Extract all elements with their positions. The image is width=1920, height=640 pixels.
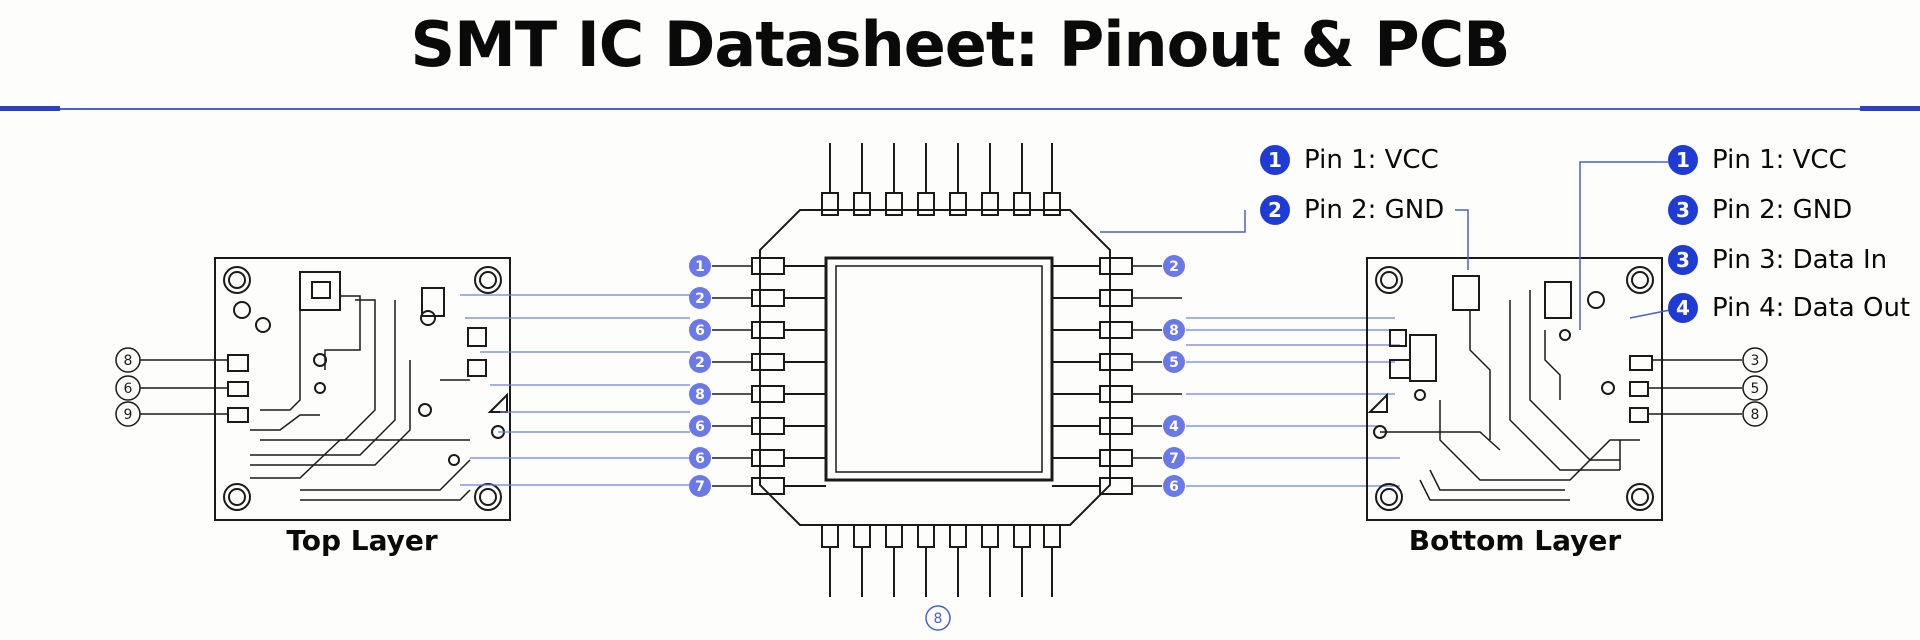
center-legend-item-1: 1 Pin 1: VCC	[1260, 145, 1439, 175]
top-side-marker-2	[115, 375, 141, 401]
right-legend-item-2: 3 Pin 2: GND	[1668, 195, 1852, 225]
bottom-side-marker-3: 8	[1751, 407, 1760, 423]
ic-right-marker-7: 7	[1169, 451, 1179, 467]
top-board-hole-tr	[474, 266, 502, 294]
legend-text: Pin 1: VCC	[1712, 145, 1847, 175]
ic-left-pads	[751, 257, 826, 495]
ic-die	[835, 265, 1043, 473]
bottom-layer-label: Bottom Layer	[1408, 524, 1622, 557]
legend-number-badge: 1	[1668, 145, 1698, 175]
bottom-layer-board	[1366, 257, 1663, 521]
left-connector-traces	[460, 294, 690, 486]
right-legend-item-3: 3 Pin 3: Data In	[1668, 245, 1887, 275]
page-title: SMT IC Datasheet: Pinout & PCB	[410, 8, 1511, 81]
top-board-hole-br	[474, 483, 502, 511]
right-legend-item-4: 4 Pin 4: Data Out	[1668, 293, 1910, 323]
top-board-outline	[214, 257, 511, 521]
top-board-chip	[299, 271, 341, 311]
bottom-side-marker-1: 3	[1751, 353, 1760, 369]
title-divider	[0, 108, 1920, 110]
ic-body	[824, 256, 1054, 482]
top-board-triangle-mark	[487, 392, 508, 413]
ic-left-markers	[689, 255, 711, 497]
ic-left-marker-3: 6	[695, 323, 705, 339]
legend-text: Pin 2: GND	[1712, 195, 1853, 225]
top-side-marker-3-label: 9	[124, 407, 133, 423]
top-side-marker-1-label: 8	[124, 353, 133, 369]
legend-number-badge: 4	[1668, 293, 1698, 323]
top-board-hole-bl	[223, 483, 251, 511]
ic-right-marker-4: 5	[1169, 355, 1179, 371]
legend-text: Pin 2: GND	[1304, 195, 1445, 225]
ic-left-marker-8: 7	[695, 479, 705, 495]
right-connector-traces	[1186, 317, 1400, 487]
ic-left-marker-7: 6	[695, 451, 705, 467]
ic-left-marker-2: 2	[695, 291, 705, 307]
title-divider-cap-right	[1860, 106, 1920, 111]
legend-text: Pin 3: Data In	[1712, 245, 1888, 275]
bottom-board-side-pins	[1648, 347, 1768, 427]
ic-right-markers	[1163, 255, 1185, 497]
ic-bottom-pins	[821, 524, 1061, 597]
ic-right-pads	[1052, 257, 1133, 495]
top-layer-board	[214, 257, 511, 521]
bottom-board-chip	[1452, 275, 1480, 311]
legend-text: Pin 4: Data Out	[1712, 293, 1911, 323]
top-side-marker-1	[115, 347, 141, 373]
right-legend-leaders	[1455, 161, 1671, 330]
ic-right-marker-8: 6	[1169, 479, 1179, 495]
top-board-regulator	[421, 287, 445, 317]
legend-number-badge: 2	[1260, 195, 1290, 225]
top-side-marker-3	[115, 401, 141, 427]
ic-package	[759, 209, 1111, 526]
ic-left-marker-1: 1	[695, 259, 705, 275]
top-board-side-pins	[115, 347, 228, 427]
ic-right-marker-3: 8	[1169, 323, 1179, 339]
legend-number-badge: 1	[1260, 145, 1290, 175]
center-legend-leader	[1100, 210, 1246, 233]
ic-top-pins	[821, 143, 1061, 216]
right-legend-item-1: 1 Pin 1: VCC	[1668, 145, 1847, 175]
bottom-side-marker-2: 5	[1751, 381, 1760, 397]
title-divider-cap-left	[0, 106, 60, 111]
legend-number-badge: 3	[1668, 195, 1698, 225]
ic-bottom-marker-label: 8	[934, 611, 943, 627]
ic-left-marker-6: 6	[695, 419, 705, 435]
ic-left-marker-4: 2	[695, 355, 705, 371]
legend-number-badge: 3	[1668, 245, 1698, 275]
ic-left-marker-5: 8	[695, 387, 705, 403]
legend-text: Pin 1: VCC	[1304, 145, 1439, 175]
bottom-board-outline	[1366, 257, 1663, 521]
center-legend-item-2: 2 Pin 2: GND	[1260, 195, 1444, 225]
bottom-board-triangle-mark	[1367, 392, 1388, 413]
ic-right-marker-6: 4	[1169, 419, 1179, 435]
ic-footprint-outline	[759, 209, 1111, 526]
top-layer-label: Top Layer	[286, 524, 438, 557]
top-side-marker-2-label: 6	[124, 381, 133, 397]
ic-bottom-marker	[925, 605, 951, 631]
top-board-hole-tl	[223, 266, 251, 294]
ic-right-marker-1: 2	[1169, 259, 1179, 275]
